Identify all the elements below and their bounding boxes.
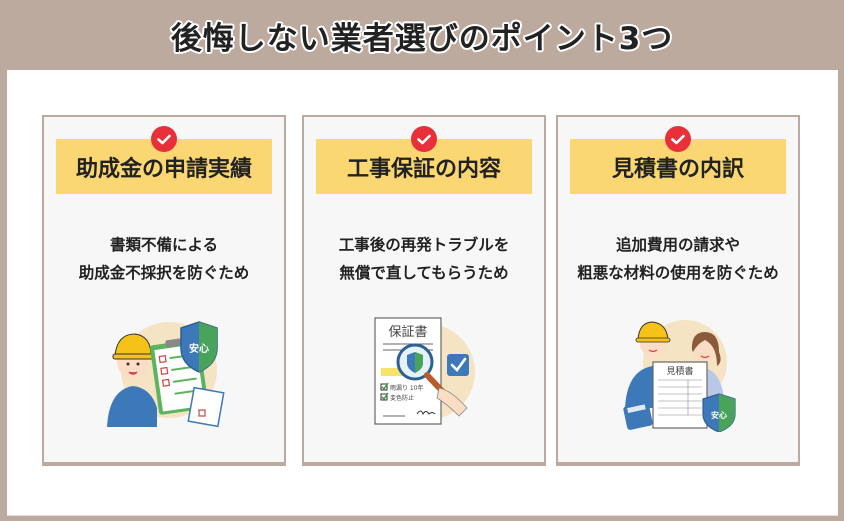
card-label: 見積書の内訳 bbox=[570, 139, 786, 194]
point-card-warranty: 工事保証の内容 工事後の再発トラブルを 無償で直してもらうため 保証書 雨漏り … bbox=[302, 115, 546, 466]
desc-line: 無償で直してもらうため bbox=[339, 264, 509, 282]
doc-title: 見積書 bbox=[666, 365, 693, 377]
card-description: 追加費用の請求や 粗悪な材料の使用を防ぐため bbox=[558, 231, 798, 287]
card-description: 工事後の再発トラブルを 無償で直してもらうため bbox=[304, 231, 544, 287]
page-title: 後悔しない業者選びのポイント3つ bbox=[170, 20, 674, 57]
doc-title: 保証書 bbox=[388, 325, 427, 340]
desc-line: 追加費用の請求や bbox=[615, 236, 740, 254]
shield-text: 安心 bbox=[189, 342, 209, 355]
check-badge-icon bbox=[151, 126, 177, 152]
doc-item: 雨漏り 10年 bbox=[390, 384, 424, 392]
worker-checklist-illustration: 安心 bbox=[99, 312, 229, 432]
point-card-estimate: 見積書の内訳 追加費用の請求や 粗悪な材料の使用を防ぐため 見積書 bbox=[556, 115, 800, 466]
shield-text: 安心 bbox=[711, 410, 727, 420]
estimate-illustration: 見積書 安心 bbox=[613, 312, 743, 433]
check-badge-icon bbox=[411, 126, 437, 152]
card-description: 書類不備による 助成金不採択を防ぐため bbox=[44, 231, 284, 287]
desc-line: 助成金不採択を防ぐため bbox=[78, 264, 250, 282]
check-badge-icon bbox=[665, 126, 691, 152]
warranty-document-illustration: 保証書 雨漏り 10年 変色防止 bbox=[359, 312, 489, 432]
doc-item: 変色防止 bbox=[390, 394, 414, 402]
point-card-subsidy: 助成金の申請実績 書類不備による 助成金不採択を防ぐため bbox=[42, 115, 286, 466]
desc-line: 粗悪な材料の使用を防ぐため bbox=[577, 264, 779, 282]
title-band: 後悔しない業者選びのポイント3つ bbox=[0, 0, 844, 70]
desc-line: 工事後の再発トラブルを bbox=[338, 236, 510, 254]
desc-line: 書類不備による bbox=[109, 236, 219, 254]
